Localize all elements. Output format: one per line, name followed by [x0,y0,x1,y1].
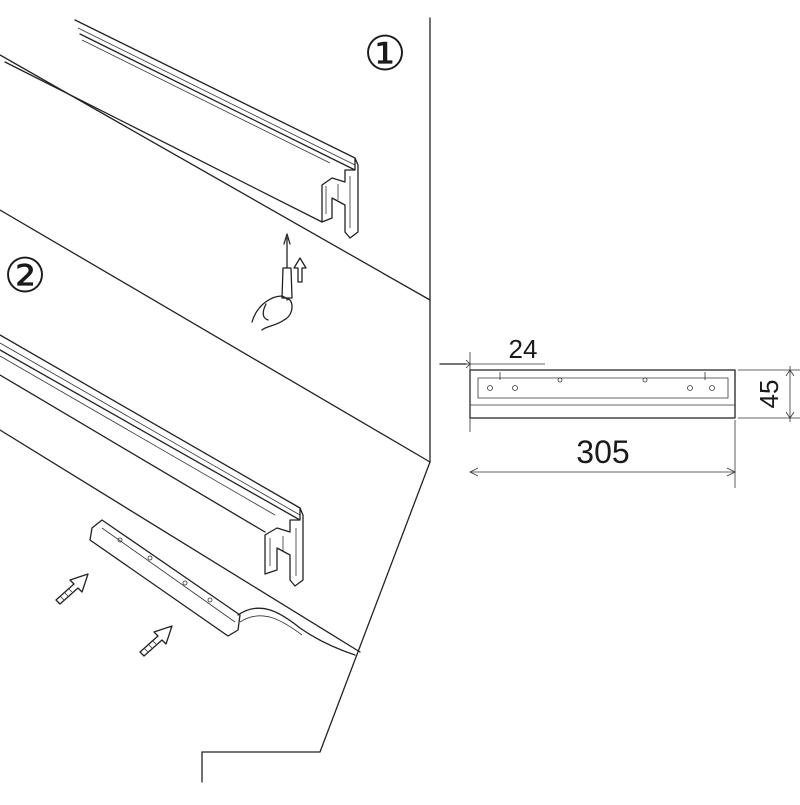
dimension-45: 45 [754,380,784,409]
push-arrow-icon [293,257,307,283]
track-profile-step-1 [4,19,359,239]
dimension-305: 305 [576,434,629,470]
push-arrow-icon [139,625,173,657]
wall-outline [0,17,431,783]
dimension-24: 24 [509,334,538,364]
hand-icon [251,295,293,331]
step-marker-1: ① [363,28,406,81]
dimension-drawing: 24 45 305 [439,334,800,488]
screwdriver-icon [281,233,293,301]
step-marker-2: ② [3,250,46,303]
push-arrow-icon [55,573,89,605]
driver-module [89,519,356,656]
track-profile-step-2 [0,334,304,587]
